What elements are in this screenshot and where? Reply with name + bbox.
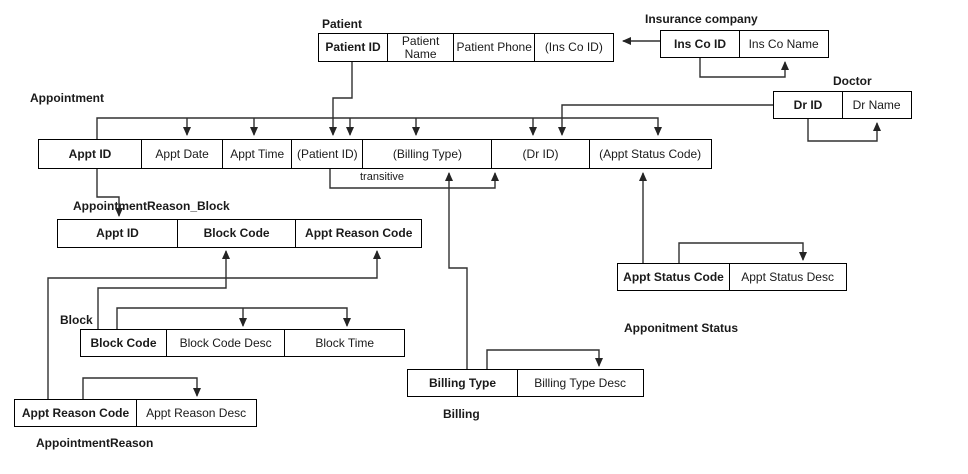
- patient-table-title: Patient: [322, 17, 363, 31]
- block-code-desc-cell: Block Code Desc: [165, 329, 286, 357]
- appointment-status-table: Appt Status Code Appt Status Desc: [617, 263, 847, 291]
- link-doctor-to-appointment-arrow: [558, 104, 773, 136]
- billing-table: Billing Type Billing Type Desc: [407, 369, 644, 397]
- billing-type-desc-cell: Billing Type Desc: [516, 369, 644, 397]
- appt-patient-id-cell: (Patient ID): [290, 139, 364, 169]
- arb-appt-id-cell: Appt ID: [57, 219, 178, 248]
- doctor-table-title: Doctor: [833, 74, 872, 88]
- appt-time-cell: Appt Time: [222, 139, 293, 169]
- link-apptreason-to-arb-arrow: [47, 250, 381, 399]
- fd-inscoid-to-insconame-arrow: [699, 58, 789, 78]
- appt-reason-code-cell: Appt Reason Code: [14, 399, 137, 427]
- appointment-status-table-title: Apponitment Status: [624, 321, 738, 335]
- fd-blockcode-to-blocktime-arrow: [116, 307, 351, 329]
- appointment-table-title: Appointment: [30, 91, 104, 105]
- appt-status-code-fk-cell: (Appt Status Code): [588, 139, 712, 169]
- appointment-reason-block-table-title: AppointmentReason_Block: [73, 199, 230, 213]
- fd-billingtype-to-billingtypedesc-arrow: [486, 349, 603, 369]
- arb-block-code-cell: Block Code: [176, 219, 297, 248]
- dr-name-cell: Dr Name: [841, 91, 912, 119]
- dr-id-cell: Dr ID: [773, 91, 843, 119]
- doctor-table: Dr ID Dr Name: [773, 91, 912, 119]
- appt-date-cell: Appt Date: [140, 139, 224, 169]
- patient-table: Patient ID Patient Name Patient Phone (I…: [318, 33, 614, 62]
- ins-co-name-cell: Ins Co Name: [738, 30, 829, 58]
- transitive-bracket-arrow: [329, 169, 499, 189]
- block-code-cell: Block Code: [80, 329, 167, 357]
- appt-dr-id-cell: (Dr ID): [491, 139, 591, 169]
- appt-status-code-cell: Appt Status Code: [617, 263, 730, 291]
- block-table: Block Code Block Code Desc Block Time: [80, 329, 406, 357]
- appt-status-desc-cell: Appt Status Desc: [728, 263, 847, 291]
- billing-table-title: Billing: [443, 407, 480, 421]
- fd-apptreasoncode-to-apptreasondesc-arrow: [82, 377, 201, 399]
- patient-name-cell: Patient Name: [386, 33, 455, 62]
- link-billing-to-appointment-arrow: [445, 172, 468, 369]
- appointment-reason-block-table: Appt ID Block Code Appt Reason Code: [57, 219, 423, 248]
- appointment-reason-table: Appt Reason Code Appt Reason Desc: [14, 399, 257, 427]
- appointment-reason-table-title: AppointmentReason: [36, 436, 154, 450]
- billing-type-cell: Billing Type: [407, 369, 518, 397]
- link-patient-to-appointment-arrow: [329, 62, 353, 136]
- fd-drid-to-drname-arrow: [807, 119, 881, 142]
- appt-billing-type-cell: (Billing Type): [362, 139, 493, 169]
- appointment-table: Appt ID Appt Date Appt Time (Patient ID)…: [38, 139, 712, 169]
- fd-apptid-to-apptstatuscode-arrow: [96, 117, 662, 139]
- fd-apptstatuscode-to-apptstatusdesc-arrow: [678, 242, 807, 263]
- link-block-to-arb-arrow: [97, 250, 230, 329]
- insurance-table-title: Insurance company: [645, 12, 758, 26]
- patient-ins-co-id-cell: (Ins Co ID): [533, 33, 614, 62]
- ins-co-id-cell: Ins Co ID: [660, 30, 740, 58]
- arb-appt-reason-code-cell: Appt Reason Code: [295, 219, 423, 248]
- transitive-annotation: transitive: [360, 171, 405, 183]
- insurance-table: Ins Co ID Ins Co Name: [660, 30, 829, 58]
- appt-reason-desc-cell: Appt Reason Desc: [135, 399, 257, 427]
- patient-id-cell: Patient ID: [318, 33, 388, 62]
- block-time-cell: Block Time: [284, 329, 406, 357]
- appt-id-cell: Appt ID: [38, 139, 142, 169]
- patient-phone-cell: Patient Phone: [453, 33, 536, 62]
- block-table-title: Block: [60, 313, 93, 327]
